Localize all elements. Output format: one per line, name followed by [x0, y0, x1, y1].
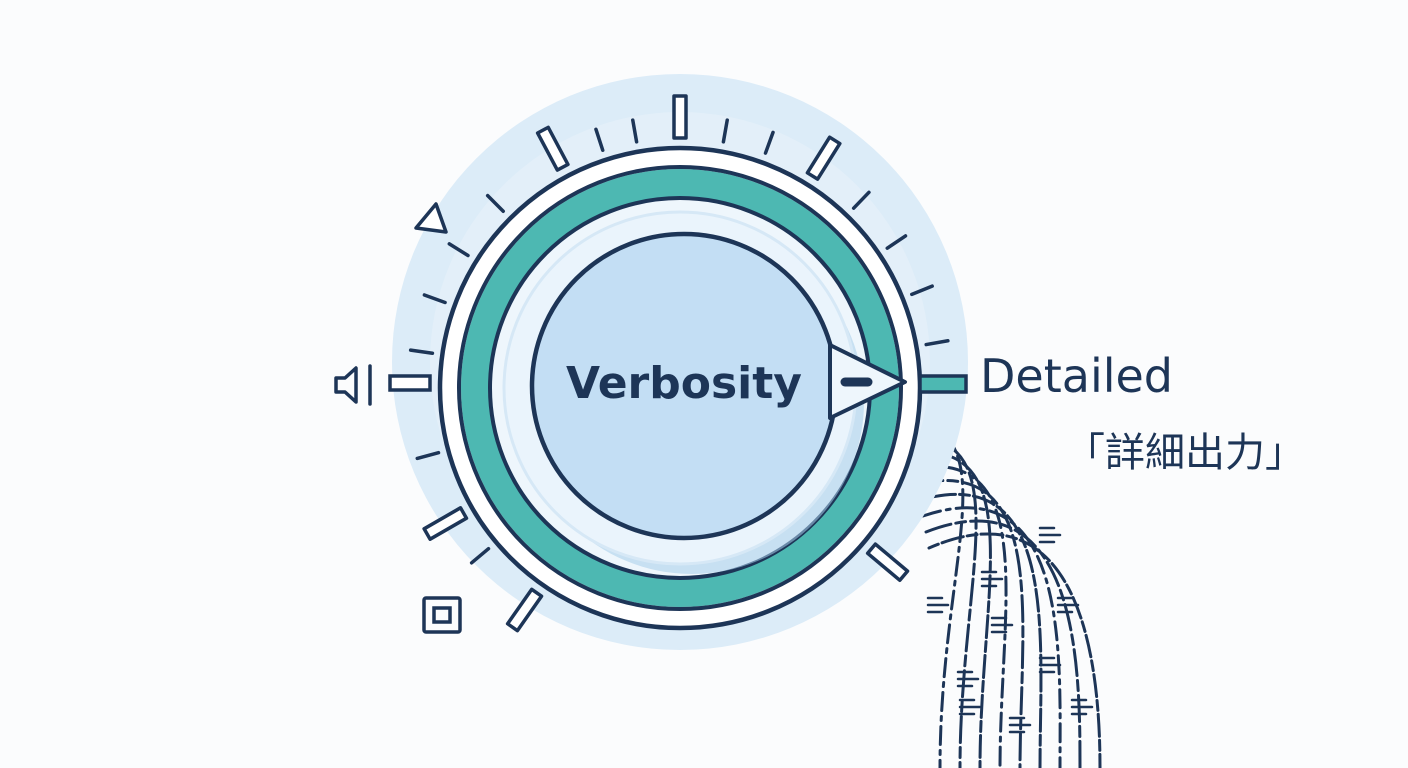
dial-label: Verbosity	[566, 358, 802, 409]
dial-minor-tick	[408, 348, 435, 355]
setting-label: Detailed	[980, 349, 1173, 403]
square-stop-icon	[422, 596, 462, 634]
dial-major-tick	[505, 587, 544, 633]
speaker-low-icon	[334, 364, 372, 406]
triangle-min-icon	[414, 202, 448, 234]
text-stream-line	[918, 492, 1043, 768]
dial-major-tick	[672, 94, 688, 140]
dial-minor-tick	[469, 546, 491, 565]
dial-major-tick	[422, 506, 469, 541]
setting-connector	[918, 374, 968, 394]
dial-major-tick	[805, 135, 842, 181]
dial-minor-tick	[763, 130, 775, 155]
dial-band-outer-line	[457, 165, 903, 611]
dial-minor-tick	[885, 234, 908, 250]
dial-minor-tick	[851, 190, 871, 210]
text-stream-line	[915, 479, 1025, 768]
dial-minor-tick	[910, 284, 934, 297]
dial-minor-tick	[721, 118, 729, 144]
text-stream-line	[921, 506, 1062, 768]
dial-minor-tick	[415, 450, 441, 461]
dial-major-tick	[865, 542, 910, 583]
text-stream-line	[927, 532, 1102, 768]
dial-ticks	[408, 94, 950, 633]
dial-minor-tick	[447, 242, 470, 258]
low-end-connector	[388, 374, 432, 392]
text-stream-icon	[903, 418, 1102, 768]
text-stream-line	[924, 519, 1082, 768]
dial-minor-tick	[485, 193, 505, 213]
text-stream-line	[912, 464, 1008, 768]
dial-minor-tick	[594, 127, 605, 152]
dial-minor-tick	[924, 339, 950, 347]
dial-minor-tick	[631, 118, 639, 144]
setting-label-ja: 「詳細出力」	[1065, 430, 1305, 476]
dial-major-tick	[535, 125, 570, 172]
dial-minor-tick	[422, 293, 447, 305]
triangle-marker-icon	[828, 343, 907, 420]
